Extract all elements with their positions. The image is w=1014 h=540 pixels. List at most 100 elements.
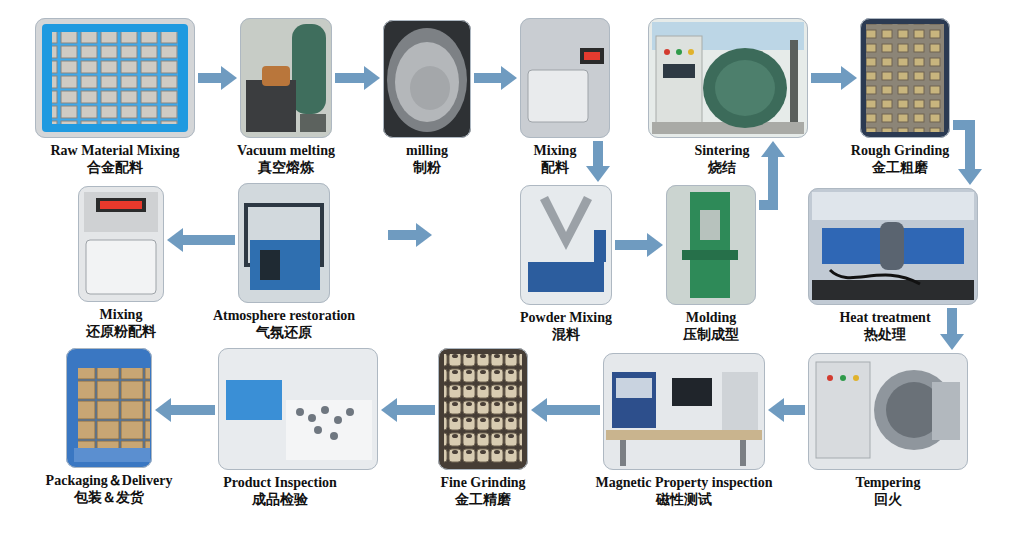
process-photo: Sintering烧结: [648, 18, 808, 138]
tempering-photo: [808, 353, 968, 470]
restoration-photo: [260, 250, 280, 280]
packaging-photo: [66, 348, 152, 468]
step-label-cn: 气氛还原: [213, 324, 355, 341]
packaging-photo: [74, 448, 150, 462]
milling-photo: [387, 28, 467, 132]
step-caption: Rough Grinding金工粗磨: [851, 142, 949, 176]
sintering-photo: [663, 64, 695, 78]
flow-arrow: [547, 405, 600, 415]
press-photo: [666, 185, 756, 305]
alloy-photo: [52, 32, 178, 124]
flow-arrow: [474, 73, 501, 83]
powder-mixer-photo: [540, 196, 592, 250]
milling-photo: [395, 42, 459, 122]
fine-grinding-photo: [438, 348, 528, 470]
step-label: Tempering: [856, 474, 921, 491]
step-label: Packaging＆Delivery: [46, 472, 173, 489]
step-caption: Mixing还原粉配料: [86, 306, 156, 340]
restoration-photo: [250, 240, 320, 290]
step-label-cn: 成品检验: [223, 491, 337, 508]
flow-arrow: [171, 405, 215, 415]
process-photo: milling制粉: [383, 20, 471, 138]
step-label-cn: 回火: [856, 491, 921, 508]
process-photo: Fine Grinding金工精磨: [438, 348, 528, 470]
magnetic-test-photo: [603, 353, 765, 470]
powder-mixer-photo: [594, 230, 606, 262]
process-photo: Powder Mixing混料: [520, 185, 612, 305]
melting-photo: [300, 114, 326, 132]
melting-photo: [246, 80, 296, 132]
melting-photo: [240, 18, 332, 138]
step-label: Fine Grinding: [440, 474, 525, 491]
rough-grinding-photo: [860, 18, 950, 138]
flow-arrow: [953, 125, 970, 169]
flow-arrow: [335, 73, 364, 83]
sintering-photo: [790, 40, 798, 122]
press-photo: [690, 192, 730, 298]
step-label-cn: 热处理: [839, 326, 930, 343]
heat-furnace-photo: [880, 222, 904, 270]
flow-arrow: [615, 240, 647, 250]
step-label: milling: [406, 142, 448, 159]
step-caption: Heat treatment热处理: [839, 309, 930, 343]
powder-mixer-photo: [520, 185, 612, 305]
step-caption: Atmosphere restoration气氛还原: [213, 307, 355, 341]
inspection-photo: [218, 348, 378, 470]
flow-arrow: [784, 405, 805, 415]
flow-arrow: [397, 405, 435, 415]
step-label: Raw Material Mixing: [50, 142, 179, 159]
reduction-mixing-photo: [78, 186, 164, 302]
alloy-photo: [52, 32, 178, 124]
mixing-photo: [584, 52, 600, 60]
magnetic-test-photo: [620, 440, 626, 466]
inspection-photo: [334, 416, 342, 424]
restoration-photo: [238, 183, 330, 303]
inspection-photo: [321, 406, 329, 414]
step-caption: Mixing配料: [534, 142, 577, 176]
inspection-photo: [296, 408, 304, 416]
sintering-photo: [676, 49, 682, 55]
step-label: Sintering: [694, 142, 749, 159]
step-label-cn: 金工精磨: [440, 491, 525, 508]
step-caption: Vacuum melting真空熔炼: [237, 142, 335, 176]
sintering-photo: [656, 36, 702, 132]
reduction-mixing-photo: [96, 198, 146, 212]
step-label-cn: 混料: [520, 326, 612, 343]
step-caption: Molding压制成型: [683, 309, 739, 343]
press-photo: [700, 210, 720, 240]
inspection-photo: [314, 426, 322, 434]
magnetic-test-photo: [603, 353, 765, 470]
sintering-photo: [648, 18, 808, 138]
flow-arrow: [759, 157, 773, 205]
open-arrow: [388, 223, 432, 247]
step-label: Mixing: [534, 142, 577, 159]
magnetic-test-photo: [616, 378, 652, 398]
flow-arrow: [947, 308, 957, 334]
milling-photo: [410, 66, 450, 110]
step-label: Atmosphere restoration: [213, 307, 355, 324]
inspection-photo: [308, 414, 316, 422]
mixing-photo: [520, 18, 610, 138]
melting-photo: [292, 24, 326, 114]
inspection-photo: [346, 408, 354, 416]
inspection-photo: [218, 348, 378, 470]
sintering-photo: [688, 49, 694, 55]
magnetic-test-photo: [612, 372, 656, 428]
flow-arrow: [183, 235, 235, 245]
heat-furnace-photo: [812, 280, 974, 300]
inspection-photo: [286, 400, 372, 460]
tempering-photo: [932, 382, 960, 440]
step-label-cn: 配料: [534, 159, 577, 176]
mixing-photo: [520, 18, 610, 138]
step-label: Product Inspection: [223, 474, 337, 491]
step-label-cn: 制粉: [406, 159, 448, 176]
heat-furnace-photo: [900, 228, 964, 264]
open-arrow: [388, 230, 417, 240]
step-caption: Product Inspection成品检验: [223, 474, 337, 508]
step-label-cn: 金工粗磨: [851, 159, 949, 176]
process-photo: Tempering回火: [808, 353, 968, 470]
process-photo: Mixing配料: [520, 18, 610, 138]
